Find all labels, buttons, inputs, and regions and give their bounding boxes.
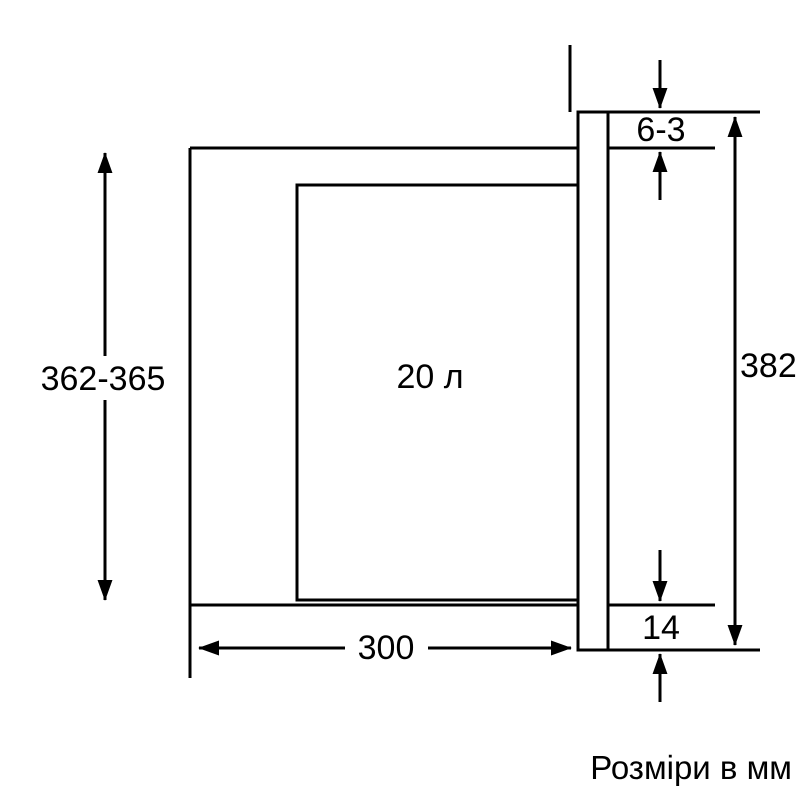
top-gap-label: 6-3 (636, 111, 685, 149)
units-caption: Розміри в мм (590, 749, 792, 786)
niche-height-label: 362-365 (41, 360, 166, 398)
depth-label: 300 (358, 629, 415, 667)
bottom-overlap-label: 14 (642, 609, 680, 647)
cavity-volume-label: 20 л (396, 358, 463, 396)
front-height-label: 382 (740, 347, 797, 385)
faceplate-outline (576, 110, 610, 652)
